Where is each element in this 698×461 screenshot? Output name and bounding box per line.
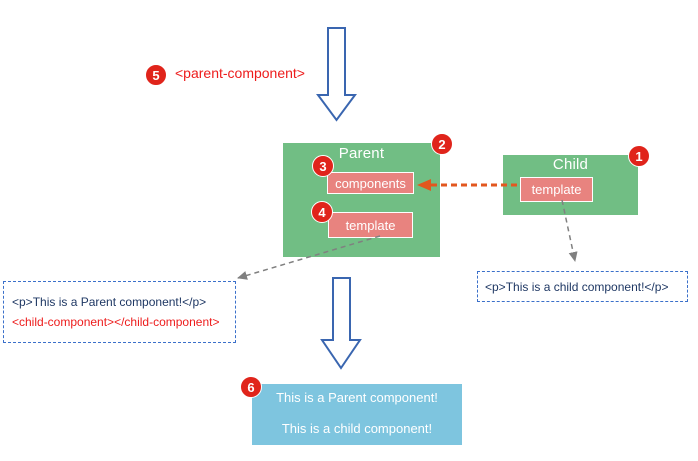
badge-3: 3 bbox=[312, 155, 334, 177]
top-block-arrow-icon bbox=[316, 27, 357, 122]
badge-4: 4 bbox=[311, 201, 333, 223]
result-line-2: This is a child component! bbox=[281, 421, 433, 436]
child-code-box: <p>This is a child component!</p> bbox=[477, 271, 688, 302]
parent-code-line-2: <child-component></child-component> bbox=[12, 315, 220, 329]
badge-2: 2 bbox=[431, 133, 453, 155]
child-template-chip: template bbox=[520, 177, 593, 202]
child-box-title: Child bbox=[552, 156, 589, 173]
parent-code-line-1: <p>This is a Parent component!</p> bbox=[12, 295, 207, 309]
badge-6: 6 bbox=[240, 376, 262, 398]
badge-1: 1 bbox=[628, 145, 650, 167]
parent-components-chip: components bbox=[327, 172, 414, 194]
render-result-box: This is a Parent component! This is a ch… bbox=[252, 384, 462, 445]
parent-component-tag-label: <parent-component> bbox=[175, 65, 305, 81]
bottom-block-arrow-icon bbox=[320, 277, 362, 370]
child-code-line-1: <p>This is a child component!</p> bbox=[485, 279, 669, 294]
result-line-1: This is a Parent component! bbox=[276, 390, 438, 405]
parent-template-chip: template bbox=[328, 212, 413, 238]
parent-box-title: Parent bbox=[338, 145, 385, 162]
parent-code-box: <p>This is a Parent component!</p> <chil… bbox=[3, 281, 236, 343]
badge-5: 5 bbox=[145, 64, 167, 86]
